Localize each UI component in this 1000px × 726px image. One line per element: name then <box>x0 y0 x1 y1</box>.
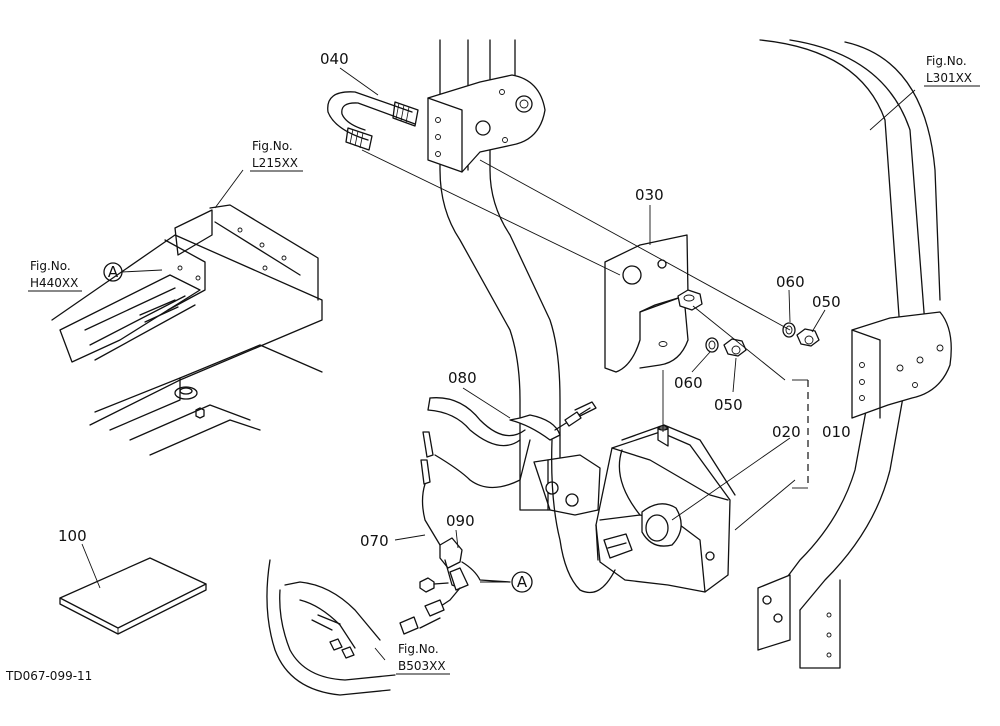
fig-ref-l215-code: L215XX <box>252 156 298 170</box>
part-label-080: 080 <box>448 369 477 387</box>
work-lamp-020-drawing <box>595 424 736 593</box>
part-number-labels: 040 030 060 050 060 050 010 020 080 090 … <box>58 50 851 550</box>
leader-lines <box>81 67 916 661</box>
rops-frame-drawing <box>757 39 952 669</box>
fig-ref-l301: Fig.No. L301XX <box>924 54 980 87</box>
fig-ref-h440: Fig.No. H440XX <box>28 259 82 292</box>
fig-ref-h440-label: Fig.No. <box>30 259 71 273</box>
fig-ref-l301-label: Fig.No. <box>926 54 967 68</box>
part-label-090: 090 <box>446 512 475 530</box>
callout-a-right-label: A <box>517 573 528 591</box>
u-bolt-040-drawing <box>327 91 419 151</box>
fig-ref-l215-label: Fig.No. <box>252 139 293 153</box>
part-label-030: 030 <box>635 186 664 204</box>
fig-ref-l215: Fig.No. L215XX <box>250 139 303 172</box>
fig-ref-b503: Fig.No. B503XX <box>396 642 450 675</box>
fig-ref-b503-code: B503XX <box>398 659 446 673</box>
part-label-050-right: 050 <box>812 293 841 311</box>
part-label-050-left: 050 <box>714 396 743 414</box>
drawing-id: TD067-099-11 <box>5 669 92 683</box>
bracket-030-drawing <box>604 234 689 373</box>
hardware-drawing <box>677 289 820 357</box>
floor-panel-drawing <box>51 204 323 456</box>
part-label-060-right: 060 <box>776 273 805 291</box>
part-label-010: 010 <box>822 423 851 441</box>
wiring-harness-drawing <box>399 397 616 635</box>
part-label-060-left: 060 <box>674 374 703 392</box>
callout-a-left: A <box>103 262 123 282</box>
part-label-070: 070 <box>360 532 389 550</box>
fig-ref-b503-label: Fig.No. <box>398 642 439 656</box>
fig-ref-h440-code: H440XX <box>30 276 78 290</box>
manual-100-drawing <box>59 557 207 635</box>
fig-ref-l301-code: L301XX <box>926 71 972 85</box>
part-label-020: 020 <box>772 423 801 441</box>
part-label-040: 040 <box>320 50 349 68</box>
callout-a-right: A <box>511 571 533 593</box>
callout-a-left-label: A <box>108 263 119 281</box>
pillar-drawing <box>427 39 601 516</box>
cab-section-drawing <box>266 559 396 696</box>
part-label-100: 100 <box>58 527 87 545</box>
